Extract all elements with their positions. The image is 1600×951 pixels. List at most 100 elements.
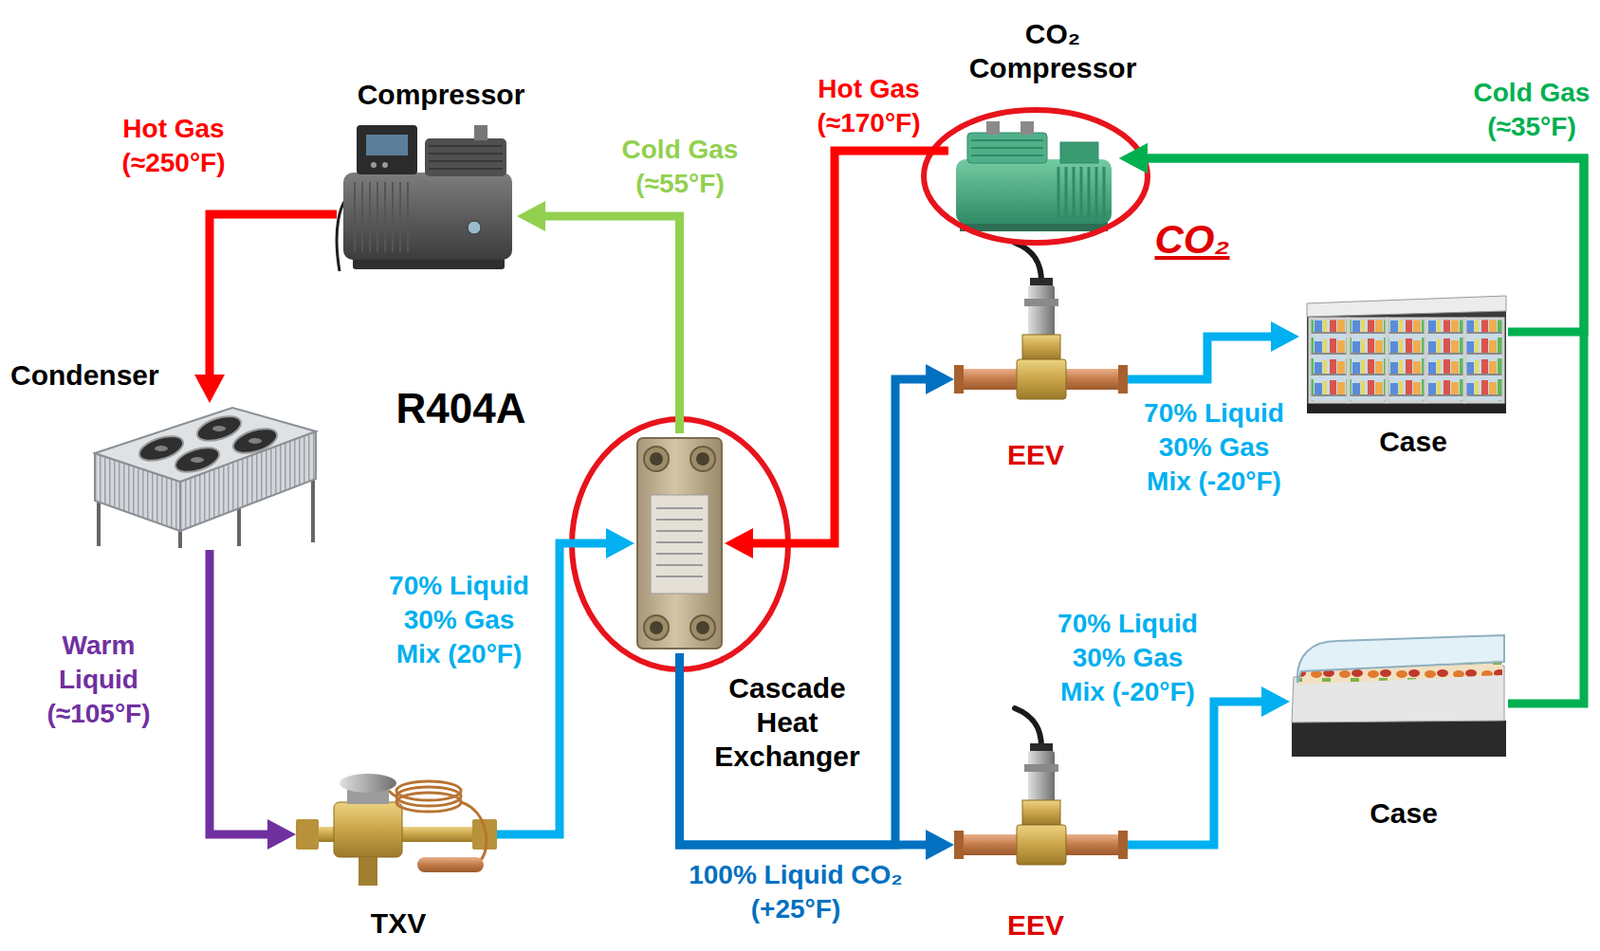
co2-compressor-valve [986, 121, 1000, 135]
refrigerant-name: CO₂ [1144, 216, 1240, 264]
arrow-head [606, 528, 635, 559]
refrigerant-line [194, 214, 337, 404]
arrow-head [724, 528, 754, 559]
compressor-head-ribs [428, 146, 503, 169]
case-cabinet [1306, 311, 1507, 414]
txv-dome [339, 773, 397, 793]
flow-label: Cold Gas (≈35°F) [1470, 75, 1594, 145]
condenser-illustration [94, 407, 316, 549]
hx-port-bore [649, 621, 663, 635]
hx-port-bore [696, 452, 710, 466]
co2-compressor-head-ribs [971, 140, 1044, 156]
flow-label: Hot Gas (≈250°F) [111, 111, 236, 181]
compressor-illustration [336, 125, 513, 272]
compressor-button [370, 162, 377, 168]
arrow-head [925, 829, 955, 861]
compressor-sight-glass [467, 220, 481, 235]
arrow-head [1119, 143, 1148, 174]
component-label: Compressor [336, 77, 546, 112]
pipe-line [680, 653, 929, 846]
component-label: EEV [988, 438, 1084, 473]
hx-port [643, 615, 669, 641]
reach-in-case-illustration [1306, 295, 1507, 414]
plate-heat-exchanger-illustration [637, 438, 722, 649]
arrow-head [1270, 321, 1300, 352]
flow-label: 100% Liquid CO₂ (+25°F) [672, 858, 920, 927]
component-label: Condenser [10, 358, 201, 393]
eev-illustration [954, 242, 1128, 400]
condenser-fan [230, 423, 280, 459]
component-label: EEV [988, 908, 1084, 943]
refrigerant-line [516, 201, 681, 434]
txv-stem [358, 857, 378, 886]
nameplate [650, 495, 709, 594]
txv-capillary [460, 802, 487, 862]
eev-node: EEV [954, 705, 1128, 869]
compressor-body [343, 172, 513, 260]
arrow-head [267, 819, 296, 850]
arrow-head [1261, 686, 1290, 718]
compressor-valve [474, 125, 488, 141]
case-door [1348, 318, 1387, 403]
hx-port-bore [649, 452, 663, 466]
condenser-fan-hub [248, 438, 262, 444]
condenser-top [94, 407, 316, 482]
refrigerant-line [724, 150, 949, 559]
pipe-line [209, 550, 270, 835]
eev-node: EEV [954, 239, 1128, 404]
co2-compressor-terminal-box [1060, 142, 1099, 164]
arrow-head [516, 201, 546, 232]
refrigerant-line [1127, 321, 1300, 380]
condenser-fan [172, 442, 222, 478]
txv-capillary-coil [396, 792, 461, 812]
compressor-terminal-box [356, 125, 418, 175]
pipe-line [1127, 336, 1273, 380]
pipe-line [209, 214, 337, 377]
flow-label: 70% Liquid 30% Gas Mix (-20°F) [1136, 396, 1293, 499]
arrow-head [925, 364, 955, 395]
txv-illustration [295, 773, 497, 886]
case-door [1426, 318, 1465, 403]
plate-pack [637, 438, 722, 649]
case-header [1306, 295, 1507, 317]
condenser-fan-hub [154, 445, 168, 452]
co2-compressor-fins [1058, 166, 1104, 219]
case-node: Case [1289, 635, 1509, 759]
compressor-button [382, 162, 388, 168]
pipe-line [1145, 158, 1584, 704]
pipe-line [1127, 701, 1264, 846]
txv-body [333, 802, 403, 858]
pipe-line [543, 216, 681, 434]
co2-compressor-heads [967, 132, 1048, 164]
txv-node: TXV [295, 772, 497, 897]
highlight-ring [923, 110, 1148, 243]
co2-compressor-body [956, 159, 1112, 224]
component-label: Case [1356, 796, 1452, 831]
compressor-motor-ribs [354, 182, 408, 253]
condenser-fan-hub [212, 425, 226, 432]
pipe-line [1145, 158, 1584, 332]
case-base [1306, 404, 1507, 414]
co2-compressor-valve [1020, 121, 1034, 135]
hx-port [643, 446, 669, 472]
compressor-node: Compressor [336, 118, 517, 276]
deli-glass [1297, 635, 1505, 683]
pipe-line [751, 150, 949, 544]
eev-illustration [954, 708, 1128, 865]
hx-port [690, 615, 716, 641]
flow-label: Hot Gas (≈170°F) [807, 72, 931, 141]
condenser-fan-hub [190, 457, 204, 463]
case-node: Case [1299, 294, 1509, 418]
component-label: TXV [350, 906, 446, 941]
txv-bulb [417, 857, 484, 873]
arrow-head [194, 374, 225, 404]
deli-case-illustration [1291, 635, 1507, 757]
nameplate-lines [656, 508, 703, 577]
compressor-heads [424, 138, 507, 177]
refrigerant-line [1119, 143, 1584, 332]
